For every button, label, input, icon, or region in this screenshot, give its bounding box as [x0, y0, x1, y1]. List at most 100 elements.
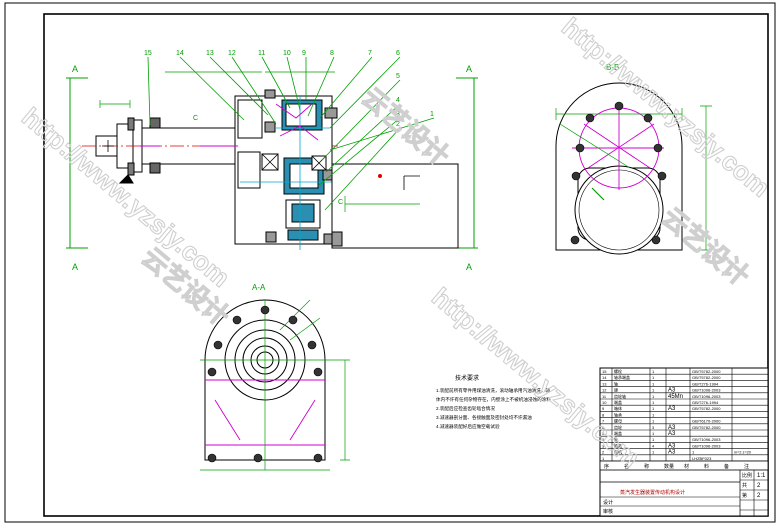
bom-cell: 箱盖 — [614, 442, 622, 448]
bom-cell: 3 — [602, 443, 605, 448]
bom-cell: 1 — [652, 450, 655, 455]
bom-cell: A3 — [668, 425, 676, 431]
bom-cell: 轴 — [614, 436, 618, 442]
bb-bolts — [570, 101, 667, 245]
bom-cell: 8 — [602, 412, 605, 417]
note-line: 3.减速器剖分面、各接触面及密封处均不许漏油 — [436, 414, 532, 421]
bom-cell: 45Mn — [668, 394, 683, 400]
view-label-aa: A-A — [252, 283, 266, 292]
motor — [331, 163, 459, 249]
bom-cell: A3 — [668, 431, 676, 437]
bom-cell: GB/T5782-2000 — [692, 425, 721, 430]
view-label-a-bottom: A — [72, 262, 78, 272]
bom-cell: 10 — [602, 400, 607, 405]
bom-cell: 端盖 — [614, 399, 622, 405]
top-dimension-lines — [99, 71, 335, 108]
balloon-11: 11 — [258, 50, 265, 57]
balloon-9: 9 — [302, 50, 306, 57]
notes-lines: 1.装配前所有零件用煤油清洗，滚动轴承用汽油清洗，箱体内不许有任何杂物存在，内壁… — [436, 387, 551, 430]
note-line: 4.减速器装配好后应做空载试验 — [436, 423, 500, 430]
balloon-leaders — [147, 56, 435, 211]
bom-cell: 2 — [602, 450, 605, 455]
bom-header-cell: 料 — [704, 463, 709, 470]
bom-header-cell: 材 — [684, 463, 689, 470]
dim-c2: C — [193, 115, 198, 122]
balloon-7: 7 — [368, 50, 372, 57]
bom-cell: GB/T6170-2000 — [692, 419, 721, 424]
bom-cell: 1 — [652, 437, 655, 442]
bom-cell: 键 — [614, 387, 618, 393]
bom-cell: 4 — [602, 437, 605, 442]
bom-cell: 13 — [602, 381, 607, 386]
bom-cell: 轴 — [614, 380, 618, 386]
balloon-1: 1 — [430, 111, 434, 118]
bom-cell: 1 — [652, 406, 655, 411]
technical-notes: 技术要求 1.装配前所有零件用煤油清洗，滚动轴承用汽油清洗，箱体内不许有任何杂物… — [436, 374, 551, 430]
bom-cell: 4 — [652, 443, 655, 448]
bom-cell: GB/T276-1994 — [692, 400, 719, 405]
view-label-a-top: A — [72, 64, 78, 74]
bom-cell: 齿轮 — [614, 424, 622, 430]
bom-header-cell: 备 — [724, 463, 729, 470]
note-line: 1.装配前所有零件用煤油清洗，滚动轴承用汽油清洗，箱 — [436, 387, 550, 394]
bom-cell: 3 — [652, 425, 655, 430]
bom-cell: 箱体 — [614, 405, 622, 411]
bom-cell: 14 — [602, 375, 607, 380]
view-label-a-top-right: A — [466, 64, 472, 74]
title-right-val: 2 — [757, 493, 761, 499]
balloon-6: 6 — [396, 50, 400, 57]
bom-header-cell: 名 — [624, 463, 629, 470]
drawing-name: 蒸汽发生器装置传动机构设计 — [620, 489, 685, 496]
bom-cell: 螺母 — [614, 418, 622, 424]
bom-cell: 1 — [652, 431, 655, 436]
bom-cell: GB/T5782-2000 — [692, 375, 721, 380]
bom-cell: 7 — [602, 419, 605, 424]
bom-cell: 电机 — [614, 449, 622, 455]
bom-cell: A3 — [668, 450, 676, 456]
bom-cell: 9 — [602, 406, 605, 411]
bom-cell: GB/T1096-2003 — [692, 388, 721, 393]
bom-cell: 齿轮轴 — [614, 393, 626, 399]
dim-c: C — [338, 199, 343, 206]
title-right-key: 第 — [742, 492, 747, 499]
bom-cell: 1 — [652, 369, 655, 374]
bom-cell: LHZBF023 — [692, 456, 712, 461]
bom-cell: GB/T5782-2000 — [692, 406, 721, 411]
bom-cell: A3 — [668, 406, 676, 412]
balloon-13: 13 — [206, 50, 214, 57]
notes-title: 技术要求 — [455, 374, 479, 382]
bom-header-cell: 数量 — [664, 463, 674, 470]
section-aa-view: A-A — [200, 283, 350, 471]
bom-cell: 螺栓 — [614, 368, 622, 374]
title-right-val: 1:1 — [757, 473, 766, 479]
bom-cell: 1 — [652, 394, 655, 399]
bom-cell: GB/T5782-2000 — [692, 369, 721, 374]
keyway-mark — [102, 140, 114, 152]
bom-cell: 1 — [652, 381, 655, 386]
bom-header-cell: 序 — [604, 463, 609, 470]
bom-cell: 轴承 — [614, 411, 622, 417]
bom-cell: 1 — [652, 412, 655, 417]
sign-label: 审核 — [603, 508, 613, 515]
view-label-bb: B-B — [606, 63, 619, 72]
balloon-14: 14 — [176, 50, 184, 57]
bom-cell: 1 — [602, 456, 605, 461]
motor-dimension — [344, 196, 420, 212]
bb-dimensions — [555, 105, 712, 251]
bom-cell: 1 — [692, 450, 695, 455]
bom-cell: 1 — [652, 400, 655, 405]
bom-cell: 6 — [602, 425, 605, 430]
balloon-15: 15 — [144, 50, 152, 57]
balloon-5: 5 — [396, 73, 400, 80]
inner-border — [43, 13, 769, 517]
bom-cell-extra: m=2 z=20 — [734, 451, 751, 455]
bom-cell: 1 — [652, 419, 655, 424]
balloon-10: 10 — [283, 50, 291, 57]
hidden-lines — [140, 103, 319, 147]
bom-header-cell: 注 — [744, 463, 749, 470]
section-marker-lines — [66, 77, 478, 249]
bom-cell: A3 — [668, 388, 676, 394]
